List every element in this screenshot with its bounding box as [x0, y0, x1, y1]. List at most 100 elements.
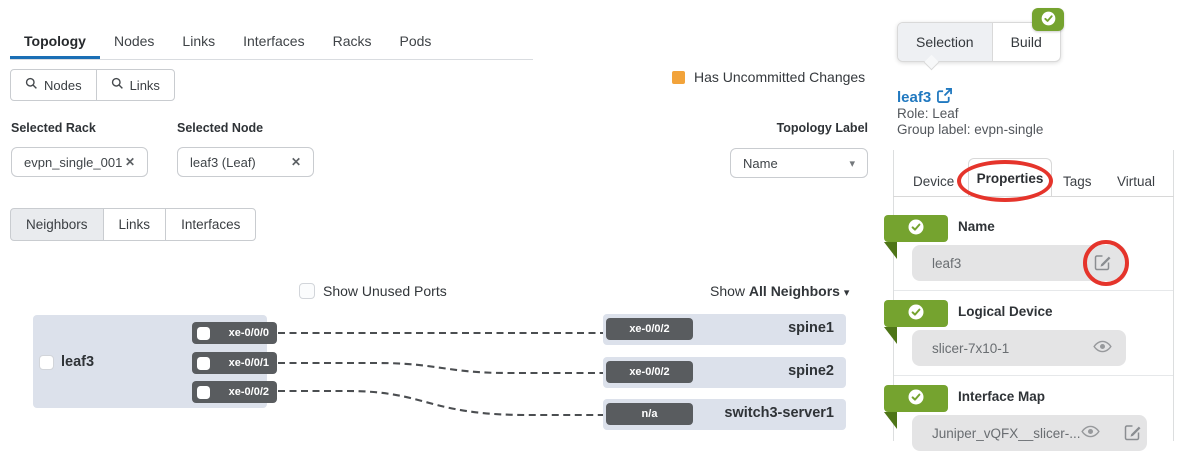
detail-tab-properties[interactable]: Properties [968, 158, 1052, 197]
view-tab-links[interactable]: Links [102, 208, 167, 241]
search-icon [111, 77, 124, 93]
check-circle-icon [908, 389, 924, 408]
show-neighbors-prefix: Show [710, 283, 746, 299]
detail-tab-properties-label: Properties [976, 170, 1044, 186]
logical-device-heading: Logical Device [958, 304, 1053, 319]
link-connector-lines [278, 331, 605, 417]
name-section-heading: Name [958, 219, 995, 234]
neighbor-port-badge: xe-0/0/2 [606, 361, 693, 383]
tab-racks[interactable]: Racks [332, 33, 372, 49]
show-neighbors-dropdown[interactable]: Show All Neighbors ▾ [710, 283, 849, 299]
eye-icon[interactable] [1093, 340, 1112, 356]
node-link-label: leaf3 [897, 89, 932, 106]
tab-nodes[interactable]: Nodes [113, 33, 155, 49]
detail-tab-divider [893, 196, 1174, 197]
selected-rack-label: Selected Rack [11, 121, 96, 135]
section-divider [894, 375, 1173, 376]
topology-label-value: Name [743, 155, 778, 171]
leaf-node-checkbox[interactable] [39, 355, 54, 370]
section-divider [894, 290, 1173, 291]
uncommitted-changes-status: Has Uncommitted Changes [672, 69, 865, 85]
panel-tab-selection[interactable]: Selection [898, 23, 993, 61]
ribbon-fold [884, 327, 897, 344]
neighbor-name: switch3-server1 [724, 405, 834, 421]
port-checkbox[interactable] [197, 356, 210, 370]
topology-label-label: Topology Label [776, 121, 868, 135]
check-circle-icon [908, 304, 924, 323]
neighbor-name: spine1 [788, 320, 834, 336]
leaf-port-2[interactable]: xe-0/0/2 [192, 381, 277, 403]
ribbon-fold [884, 412, 897, 429]
edit-icon[interactable] [1124, 423, 1142, 444]
selected-node-value: leaf3 (Leaf) [190, 154, 256, 170]
search-icon [25, 77, 38, 93]
name-field: leaf3 [912, 245, 1126, 281]
nodes-button-label: Nodes [44, 77, 82, 93]
port-checkbox[interactable] [197, 385, 210, 399]
logical-device-value: slicer-7x10-1 [932, 340, 1010, 356]
external-link-icon [937, 88, 953, 107]
search-button-group: Nodes Links [10, 69, 175, 101]
selected-node-link[interactable]: leaf3 [897, 88, 953, 107]
view-tab-interfaces[interactable]: Interfaces [165, 208, 257, 241]
detail-tab-virtual[interactable]: Virtual [1117, 174, 1156, 189]
neighbor-box-spine1[interactable]: xe-0/0/2 spine1 [603, 314, 846, 345]
edit-icon[interactable] [1094, 253, 1112, 274]
interface-map-field: Juniper_vQFX__slicer-... [912, 415, 1147, 451]
view-tab-group: Neighbors Links Interfaces [10, 208, 257, 241]
clear-node-icon[interactable]: ✕ [290, 155, 301, 169]
interface-map-heading: Interface Map [958, 389, 1046, 404]
uncommitted-changes-label: Has Uncommitted Changes [694, 69, 866, 85]
name-status-ribbon [884, 215, 948, 242]
selected-rack-select[interactable]: evpn_single_001 ✕ [11, 147, 148, 177]
selected-rack-value: evpn_single_001 [24, 154, 123, 170]
ribbon-fold [884, 242, 897, 259]
port-label: xe-0/0/1 [228, 357, 269, 369]
tab-topology[interactable]: Topology [10, 28, 100, 59]
port-checkbox[interactable] [197, 326, 210, 340]
logical-device-status-ribbon [884, 300, 948, 327]
right-panel [893, 150, 1174, 441]
eye-icon[interactable] [1080, 425, 1100, 441]
links-button-label: Links [129, 77, 160, 93]
selected-node-select[interactable]: leaf3 (Leaf) ✕ [177, 147, 314, 177]
interface-map-value: Juniper_vQFX__slicer-... [932, 425, 1081, 441]
chevron-down-icon: ▾ [843, 287, 850, 299]
panel-tab-build[interactable]: Build [1010, 34, 1042, 50]
neighbor-box-spine2[interactable]: xe-0/0/2 spine2 [603, 357, 846, 388]
build-status-badge [1032, 8, 1064, 31]
node-role-text: Role: Leaf [897, 106, 959, 121]
show-unused-ports-label: Show Unused Ports [323, 283, 447, 299]
tab-interfaces[interactable]: Interfaces [243, 33, 305, 49]
neighbor-port-badge: n/a [606, 403, 693, 425]
port-label: xe-0/0/2 [228, 386, 269, 398]
show-neighbors-value: All Neighbors [748, 283, 840, 299]
links-search-button[interactable]: Links [95, 69, 175, 101]
detail-tab-tags[interactable]: Tags [1063, 174, 1092, 189]
node-group-label-text: Group label: evpn-single [897, 122, 1044, 137]
clear-rack-icon[interactable]: ✕ [124, 155, 135, 169]
leaf-port-0[interactable]: xe-0/0/0 [192, 322, 277, 344]
name-field-value: leaf3 [932, 255, 962, 271]
nodes-search-button[interactable]: Nodes [10, 69, 97, 101]
chevron-down-icon: ▾ [849, 157, 855, 170]
tab-links[interactable]: Links [182, 33, 216, 49]
blueprint-tab-bar: Topology Nodes Links Interfaces Racks Po… [10, 28, 533, 60]
check-circle-icon [908, 219, 924, 238]
tab-pods[interactable]: Pods [399, 33, 432, 49]
leaf-node-name: leaf3 [61, 354, 95, 370]
neighbor-port-badge: xe-0/0/2 [606, 318, 693, 340]
neighbor-name: spine2 [788, 363, 834, 379]
neighbor-box-switch3-server1[interactable]: n/a switch3-server1 [603, 399, 846, 430]
check-circle-icon [1041, 11, 1056, 29]
logical-device-field: slicer-7x10-1 [912, 330, 1126, 366]
interface-map-status-ribbon [884, 385, 948, 412]
topology-label-select[interactable]: Name ▾ [730, 148, 868, 178]
selected-node-label: Selected Node [177, 121, 264, 135]
port-label: xe-0/0/0 [228, 327, 269, 339]
show-unused-ports-checkbox[interactable] [299, 283, 315, 299]
view-tab-neighbors[interactable]: Neighbors [10, 208, 104, 241]
panel-tab-group: Selection Build [897, 22, 1061, 62]
leaf-port-1[interactable]: xe-0/0/1 [192, 352, 277, 374]
detail-tab-device[interactable]: Device [913, 174, 955, 189]
